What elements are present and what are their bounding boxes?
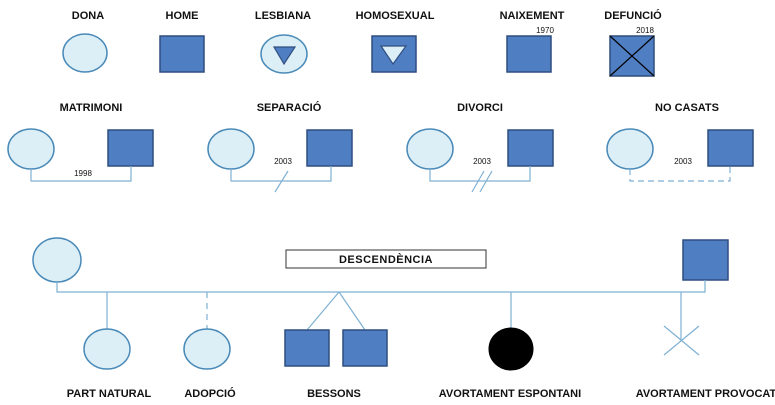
homosexual-symbol <box>371 35 417 73</box>
divorci-female <box>406 128 454 170</box>
sibship-line <box>56 280 706 293</box>
label-separacio: SEPARACIÓ <box>257 101 322 114</box>
descendencia-title: DESCENDÈNCIA <box>339 253 433 266</box>
year-matrimoni: 1998 <box>74 169 92 178</box>
label-home: HOME <box>166 10 199 22</box>
birth-symbol <box>506 35 552 73</box>
death-symbol <box>609 35 655 77</box>
label-defuncio: DEFUNCIÓ <box>604 9 662 22</box>
no-casats-female <box>606 128 654 170</box>
label-homosexual: HOMOSEXUAL <box>356 10 435 22</box>
label-matrimoni: MATRIMONI <box>60 102 123 114</box>
divorci-slash-2 <box>479 170 493 193</box>
label-avortament-espontani: AVORTAMENT ESPONTANI <box>439 388 581 400</box>
separacio-slash <box>274 170 289 193</box>
bessons-line-right <box>338 291 366 331</box>
label-lesbiana: LESBIANA <box>255 10 311 22</box>
adopcio-symbol <box>183 328 231 370</box>
divorci-slash-1 <box>471 170 485 193</box>
bessons-line-left <box>306 291 340 331</box>
lesbian-symbol <box>260 34 308 74</box>
separacio-line <box>230 166 332 182</box>
year-divorci: 2003 <box>473 157 491 166</box>
avortament-espontani-symbol <box>488 327 534 371</box>
no-casats-line <box>629 166 731 182</box>
divorci-male <box>507 129 554 167</box>
part-natural-symbol <box>83 328 131 370</box>
label-no-casats: NO CASATS <box>655 102 719 114</box>
bessons-symbol-1 <box>284 329 330 367</box>
parent-male <box>682 239 729 281</box>
separacio-male <box>306 129 353 167</box>
separacio-female <box>207 128 255 170</box>
divorci-line <box>429 166 531 182</box>
label-avortament-provocat: AVORTAMENT PROVOCAT <box>636 388 775 400</box>
parent-female <box>32 237 82 283</box>
year-naixement: 1970 <box>536 26 554 35</box>
label-adopcio: ADOPCIÓ <box>184 387 236 400</box>
year-separacio: 2003 <box>274 157 292 166</box>
label-naixement: NAIXEMENT <box>500 10 565 22</box>
year-no-casats: 2003 <box>674 157 692 166</box>
matrimoni-male <box>107 129 154 167</box>
bessons-symbol-2 <box>342 329 388 367</box>
descendencia-box <box>285 249 487 269</box>
label-bessons: BESSONS <box>307 388 361 400</box>
label-part-natural: PART NATURAL <box>67 388 152 400</box>
female-symbol <box>62 33 108 73</box>
male-symbol <box>159 35 205 73</box>
matrimoni-line <box>30 166 132 182</box>
label-divorci: DIVORCI <box>457 102 503 114</box>
label-dona: DONA <box>72 10 104 22</box>
year-defuncio: 2018 <box>636 26 654 35</box>
avortament-provocat-cross-2 <box>663 325 700 356</box>
matrimoni-female <box>7 128 55 170</box>
no-casats-male <box>707 129 754 167</box>
